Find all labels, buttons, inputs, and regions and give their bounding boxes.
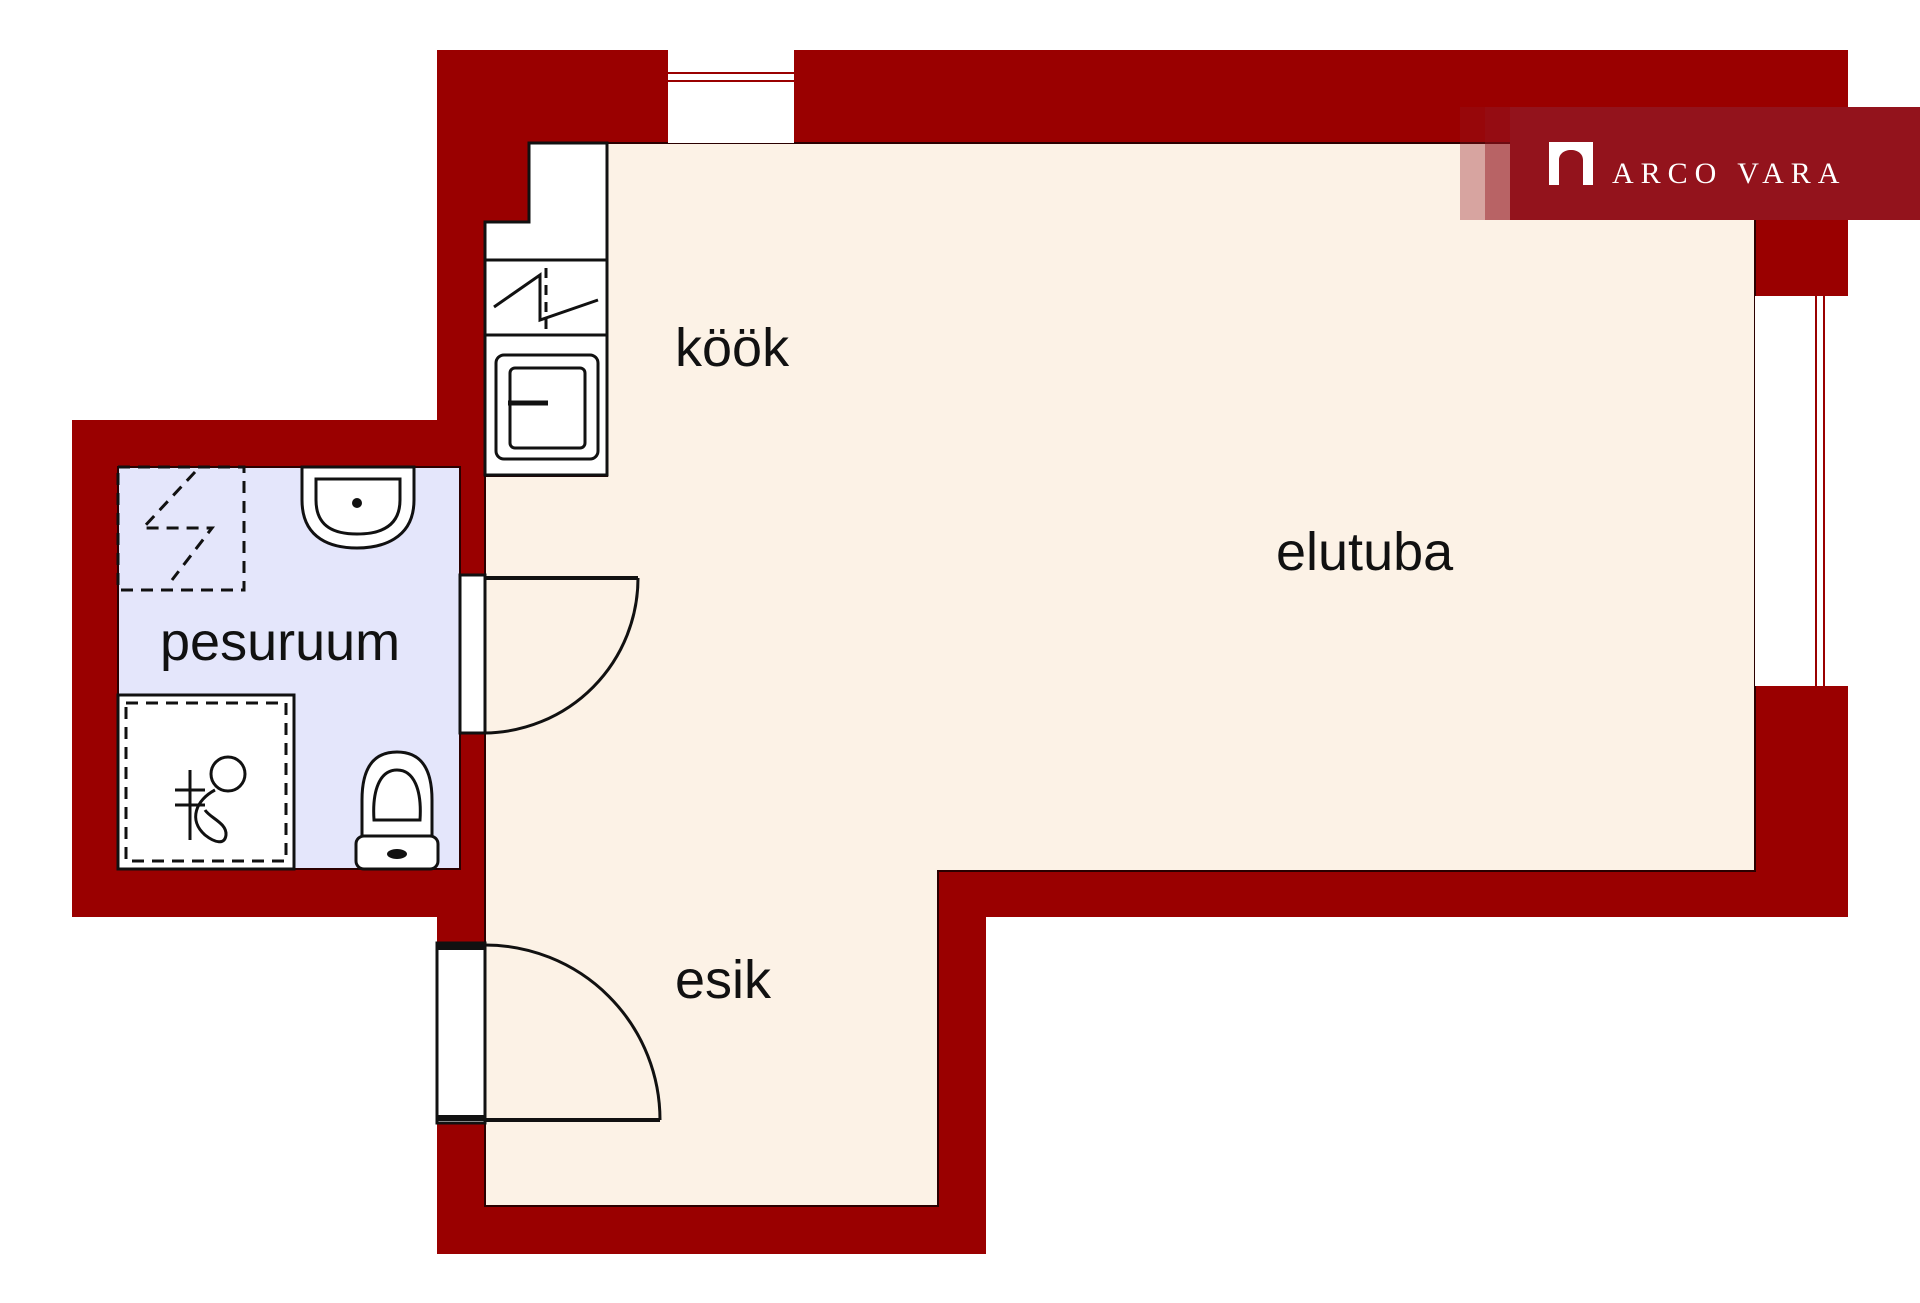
main-floor [484,142,1756,1207]
washing-machine-icon [116,693,296,871]
logo-mark-icon [1549,142,1593,185]
toilet-icon [354,750,440,871]
kitchen-counter [483,141,609,477]
room-label-living-room: elutuba [1276,522,1454,582]
entrance-door [435,941,662,1125]
logo-banner: ARCO VARA [1460,107,1920,220]
room-label-hallway: esik [675,950,772,1010]
sink-icon [300,465,416,550]
window-top [668,50,794,143]
logo-text: ARCO VARA [1612,157,1846,190]
room-label-kitchen: köök [675,318,790,378]
room-label-bathroom: pesuruum [160,612,400,672]
bathroom-door [458,573,640,735]
shower-icon [116,465,246,592]
window-right [1755,296,1848,686]
